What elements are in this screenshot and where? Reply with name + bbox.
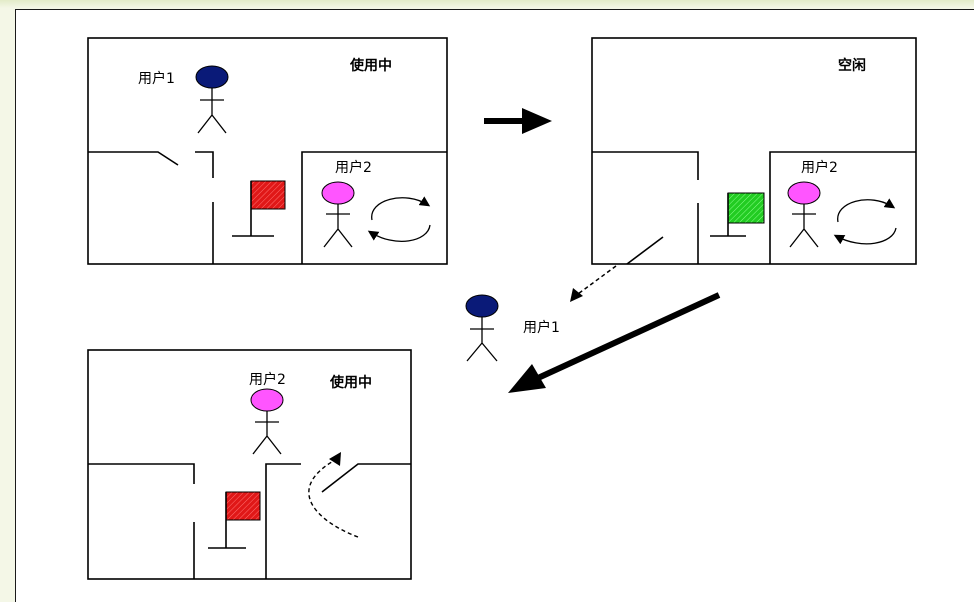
user1-label: 用户1 — [523, 319, 560, 336]
user1-figure-outside — [465, 294, 499, 362]
dashed-arrow-enter — [308, 452, 359, 538]
arrow-down-left — [508, 292, 721, 393]
person-icon — [787, 181, 821, 205]
wall-segment — [88, 463, 195, 484]
room-outline — [591, 37, 917, 265]
status-in-use-label: 使用中 — [329, 374, 372, 391]
user2-label: 用户2 — [249, 371, 286, 388]
person-icon — [465, 294, 499, 318]
flag-icon — [208, 491, 261, 549]
person-icon — [195, 65, 229, 89]
room-outline — [87, 37, 448, 265]
wall-segment — [195, 151, 214, 178]
user2-figure — [250, 388, 284, 455]
arrow-right — [484, 108, 552, 134]
door-left — [88, 151, 179, 166]
user2-label: 用户2 — [801, 159, 838, 176]
status-idle-label: 空闲 — [838, 57, 866, 74]
user1-label: 用户1 — [138, 70, 175, 87]
user1-figure — [195, 65, 229, 134]
door-open — [321, 463, 411, 493]
booth-wall — [265, 463, 301, 579]
panel-in-use-2: 用户2 使用中 — [87, 349, 412, 580]
flag-icon — [232, 180, 286, 237]
person-icon — [250, 388, 284, 412]
panel-idle: 空闲 用户2 — [591, 37, 917, 265]
flag-icon — [710, 192, 765, 237]
circular-arrows-icon — [367, 196, 431, 242]
panel-in-use-1: 用户1 使用中 用户2 — [87, 37, 448, 265]
user2-figure — [321, 181, 355, 248]
circular-arrows-icon — [833, 198, 897, 245]
status-in-use-label: 使用中 — [349, 57, 392, 74]
person-icon — [321, 181, 355, 205]
top-band — [0, 0, 974, 8]
booth-wall — [301, 151, 447, 264]
wall-segment — [592, 151, 699, 180]
booth-wall — [769, 151, 916, 264]
dashed-arrow-exit — [570, 265, 617, 302]
door-open — [626, 236, 664, 265]
user2-label: 用户2 — [335, 159, 372, 176]
user2-figure — [787, 181, 821, 248]
